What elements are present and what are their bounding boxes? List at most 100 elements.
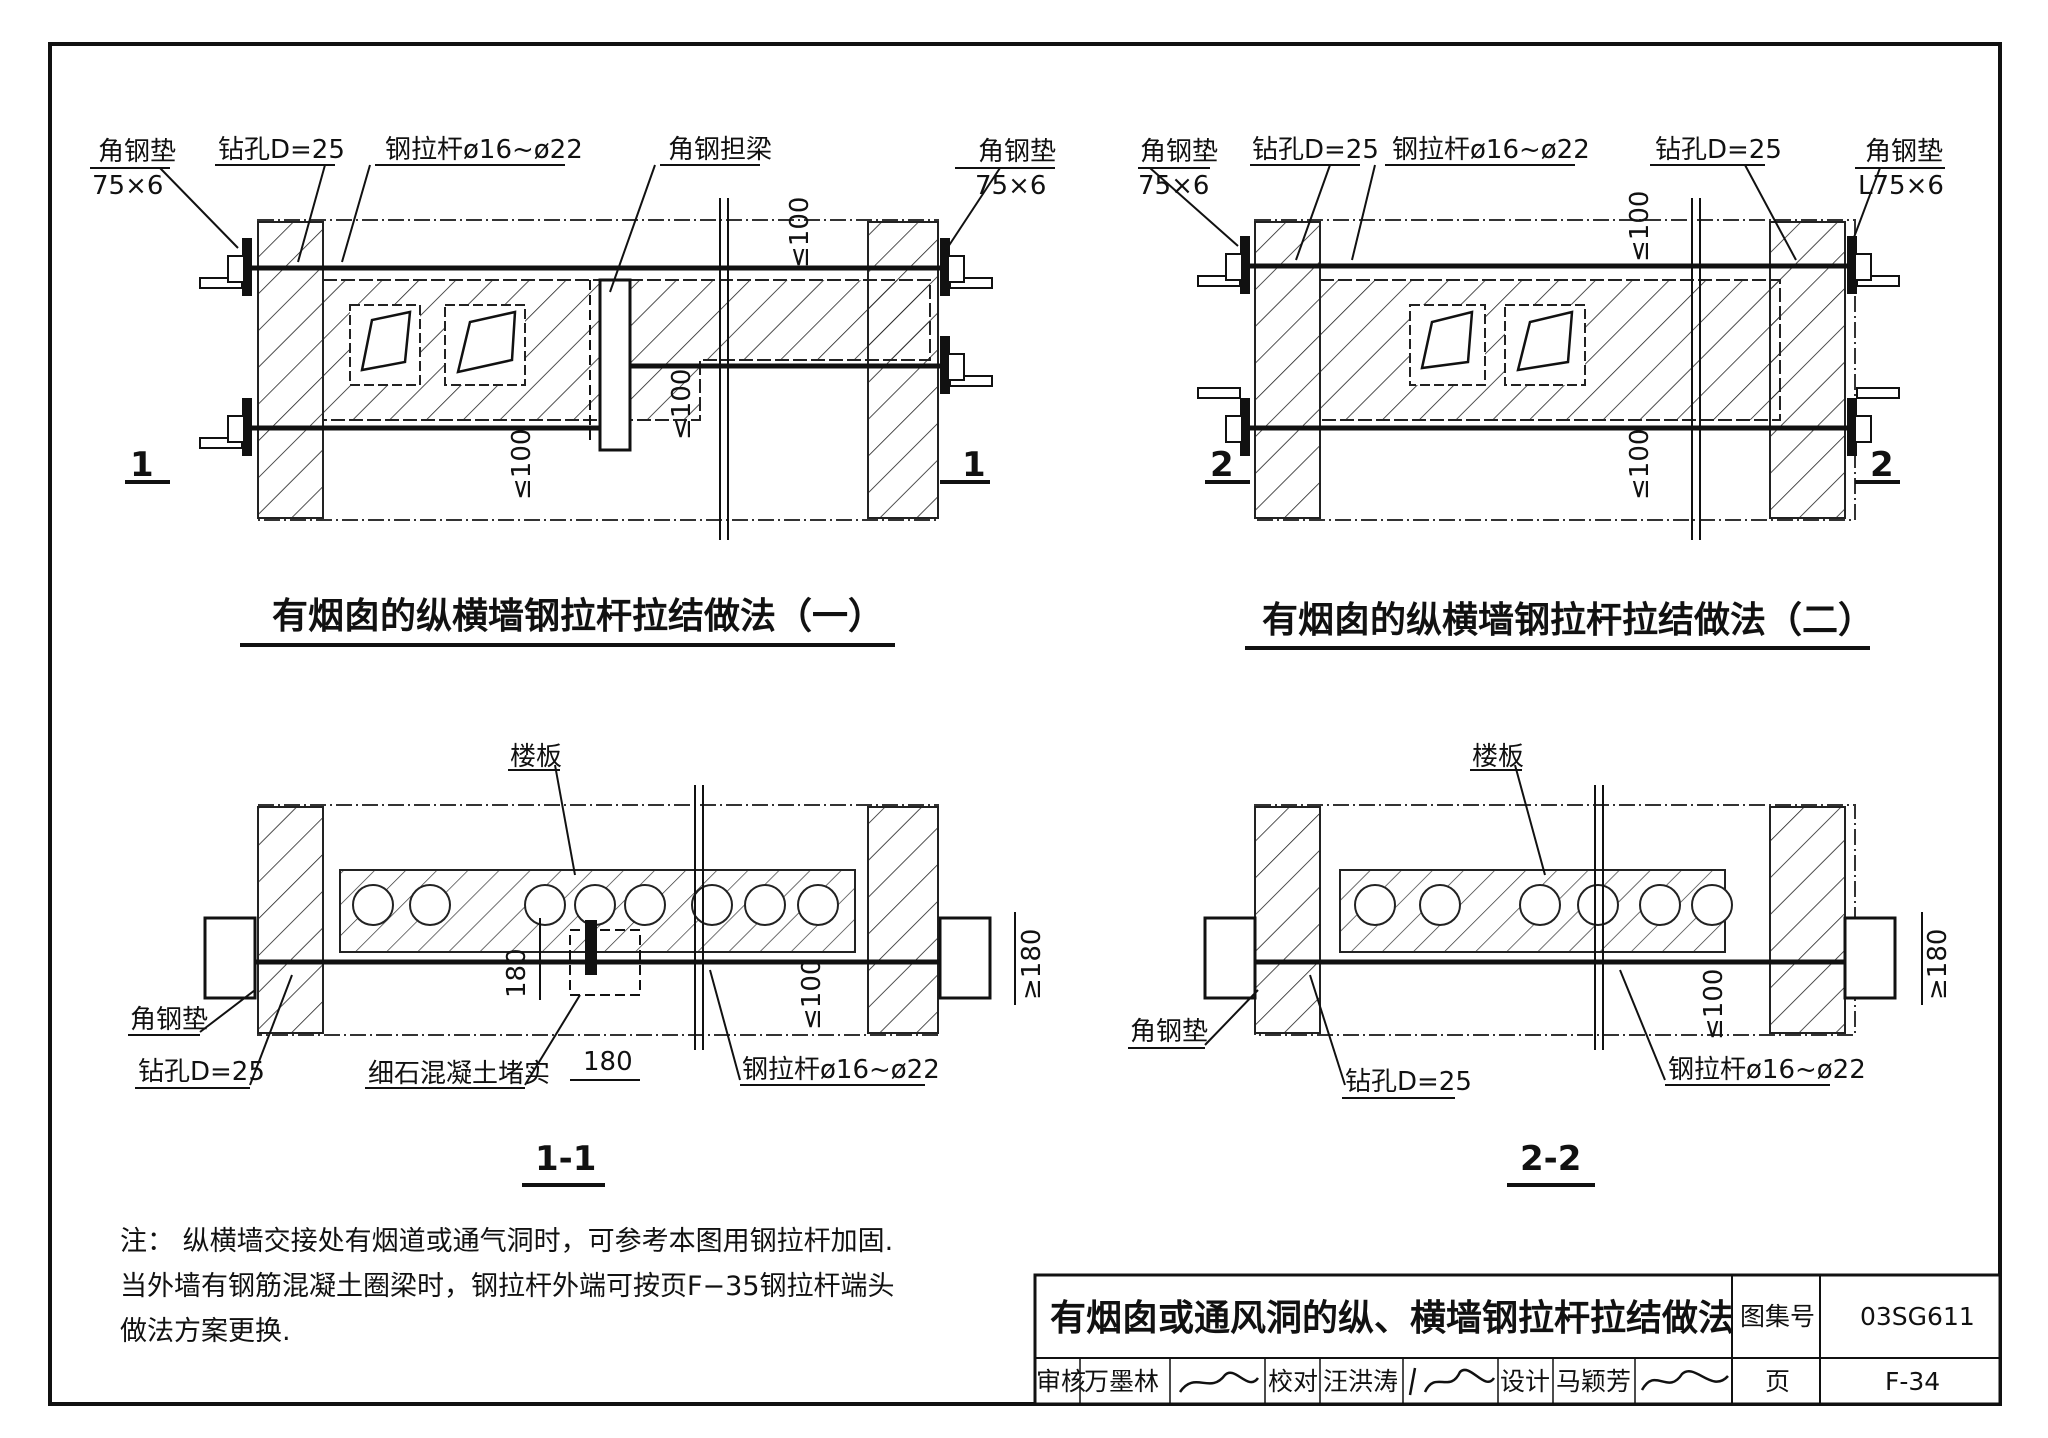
slab-cores	[352, 884, 839, 926]
designer-signature	[1640, 1370, 1729, 1391]
dim-label: ≤100	[1625, 191, 1655, 262]
sheet-border	[48, 42, 2002, 1406]
leader	[609, 164, 656, 293]
slab-cores	[1354, 884, 1733, 926]
checker-signature	[1408, 1367, 1496, 1396]
drill-hole-right-label: 钻孔D=25	[1655, 135, 1782, 165]
angle-pad-box-left	[203, 916, 257, 1000]
leader	[341, 164, 371, 263]
angle-pad-box-right	[938, 916, 992, 1000]
dim-label: ≤100	[507, 429, 537, 500]
drill-hole-label: 钻孔D=25	[218, 135, 345, 165]
section-mark-right: 2	[1870, 445, 1894, 485]
leader	[554, 764, 576, 876]
leader	[159, 167, 239, 249]
dim-label: ≥180	[1923, 929, 1953, 1000]
leader	[199, 989, 256, 1033]
dim-label: ≤100	[1699, 969, 1729, 1040]
angle-pad-label: 角钢垫	[1140, 137, 1218, 167]
right-wall	[867, 806, 939, 1034]
angle-size-label: 75×6	[92, 171, 163, 201]
drawing-one: 角钢垫 75×6 钻孔D=25 钢拉杆ø16~ø22 角钢担梁 角钢垫 75×6…	[90, 135, 1056, 647]
section-mark-right: 1	[962, 445, 986, 485]
floor-slab-label: 楼板	[1472, 742, 1524, 772]
section-one: 楼板 角钢垫 钻孔D=25 细石混凝土堵实 钢拉杆ø16~ø22 180 180…	[128, 742, 1047, 1187]
section-one-title: 1-1	[535, 1139, 596, 1179]
angle-pad-box-right	[1843, 916, 1897, 1000]
angle-pad-right-top	[940, 238, 993, 296]
drill-hole-label: 钻孔D=25	[1345, 1067, 1472, 1097]
section-two: 楼板 角钢垫 钻孔D=25 钢拉杆ø16~ø22 ≥180 ≤100 2-2	[1128, 742, 1953, 1187]
leader	[1149, 167, 1239, 247]
angle-pad-left-top	[199, 238, 252, 296]
dim-label: ≤100	[667, 369, 697, 440]
leader	[709, 969, 741, 1081]
leader	[297, 164, 326, 263]
leader	[249, 974, 293, 1086]
dim-label: 180	[502, 948, 532, 998]
review-label: 审核	[1036, 1367, 1086, 1396]
note-line-3: 做法方案更换.	[120, 1316, 291, 1347]
drawing-title: 有烟囱或通风洞的纵、横墙钢拉杆拉结做法	[1050, 1298, 1734, 1339]
floor-slab-label: 楼板	[510, 742, 562, 772]
atlas-number: 03SG611	[1860, 1302, 1975, 1331]
notes: 注： 纵横墙交接处有烟道或通气洞时，可参考本图用钢拉杆加固. 当外墙有钢筋混凝土…	[120, 1226, 895, 1347]
leader	[1309, 974, 1346, 1086]
page-number: F-34	[1885, 1367, 1940, 1396]
tie-rod-label: 钢拉杆ø16~ø22	[1668, 1055, 1866, 1085]
angle-pad-left-top	[1197, 236, 1250, 294]
section-mark-left: 1	[130, 445, 154, 485]
title-block: 有烟囱或通风洞的纵、横墙钢拉杆拉结做法 图集号 03SG611 审核 万墨林 校…	[1033, 1273, 2002, 1406]
tie-rod-label: 钢拉杆ø16~ø22	[1392, 135, 1590, 165]
flue-1-mark	[360, 310, 412, 372]
dim-label: 180	[583, 1047, 633, 1077]
angle-pad-right-bottom	[1847, 387, 1900, 456]
right-wall	[867, 221, 939, 519]
leader	[1619, 969, 1666, 1081]
flue-2-mark	[1516, 310, 1574, 372]
drill-hole-label: 钻孔D=25	[138, 1057, 265, 1087]
leader	[524, 994, 581, 1086]
angle-pad-label: 角钢垫	[1130, 1017, 1208, 1047]
leader	[1744, 164, 1797, 261]
atlas-label: 图集号	[1740, 1302, 1815, 1331]
page-label: 页	[1765, 1367, 1790, 1396]
tie-rod-label: 钢拉杆ø16~ø22	[742, 1055, 940, 1085]
angle-size-label: 75×6	[1138, 171, 1209, 201]
dim-label: ≤100	[797, 959, 827, 1030]
angle-pad-label: 角钢垫	[98, 137, 176, 167]
leader	[1295, 164, 1331, 261]
angle-pad-right-label: 角钢垫	[1865, 137, 1943, 167]
concrete-fill-box	[569, 929, 641, 996]
leader	[1351, 164, 1376, 261]
right-wall	[1769, 806, 1846, 1034]
note-line-1: 注： 纵横墙交接处有烟道或通气洞时，可参考本图用钢拉杆加固.	[120, 1226, 893, 1257]
reviewer-signature	[1178, 1371, 1260, 1393]
angle-size-right-label: 75×6	[975, 171, 1046, 201]
drill-hole-label: 钻孔D=25	[1252, 135, 1379, 165]
checker-name: 汪洪涛	[1323, 1367, 1398, 1396]
drawing-one-title: 有烟囱的纵横墙钢拉杆拉结做法（一）	[272, 596, 884, 637]
flue-2-mark	[456, 310, 517, 374]
check-label: 校对	[1268, 1367, 1318, 1396]
leader	[945, 167, 1001, 251]
tie-rod-label: 钢拉杆ø16~ø22	[385, 135, 583, 165]
reviewer-name: 万墨林	[1084, 1367, 1159, 1396]
drawing-two: 角钢垫 75×6 钻孔D=25 钢拉杆ø16~ø22 钻孔D=25 角钢垫 L7…	[1138, 135, 1945, 650]
angle-pad-right-top	[1847, 236, 1900, 294]
angle-pad-left-bottom	[1197, 387, 1250, 456]
left-wall	[257, 806, 324, 1034]
angle-beam	[585, 920, 597, 975]
designer-name: 马颖芳	[1556, 1367, 1631, 1396]
dim-label: ≤100	[785, 197, 815, 268]
angle-size-right-label: L75×6	[1858, 171, 1944, 201]
angle-pad-label: 角钢垫	[130, 1005, 208, 1035]
section-two-title: 2-2	[1520, 1139, 1581, 1179]
angle-pad-right-mid	[940, 336, 993, 394]
angle-beam	[598, 278, 632, 452]
design-label: 设计	[1500, 1367, 1550, 1396]
leader	[1849, 167, 1881, 249]
dim-label: ≥180	[1017, 929, 1047, 1000]
angle-pad-box-left	[1203, 916, 1257, 1000]
